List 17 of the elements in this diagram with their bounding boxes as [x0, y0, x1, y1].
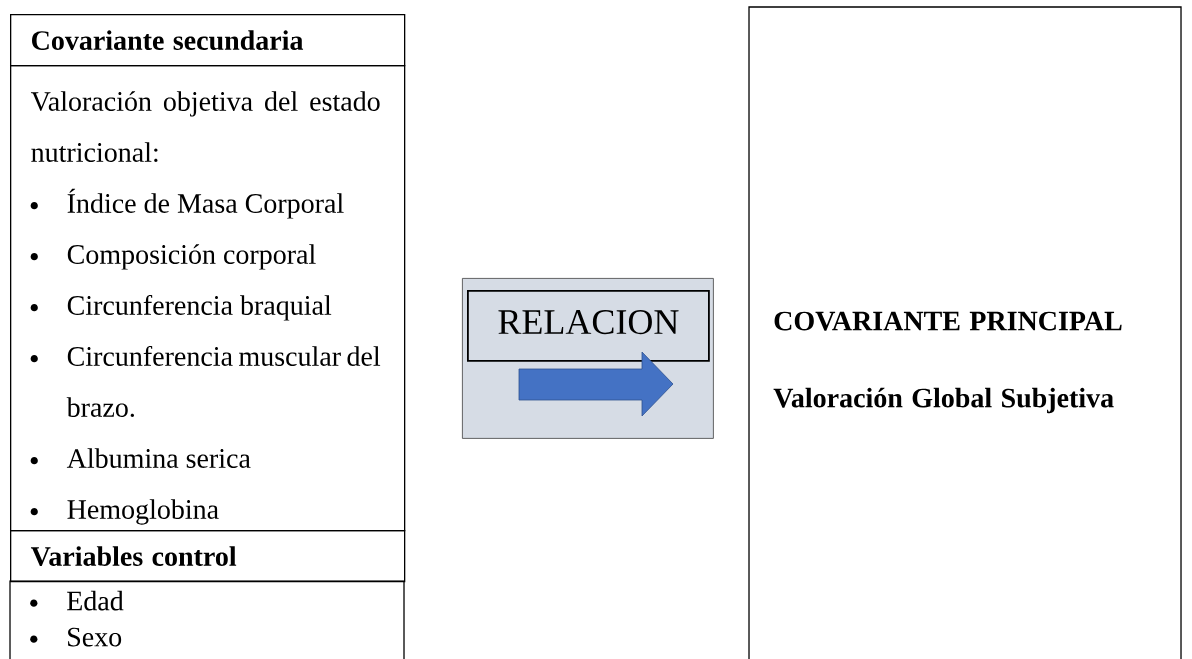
bullet-item: Composición corporal [30, 244, 316, 270]
heading: COVARIANTE PRINCIPAL [774, 311, 1122, 331]
table-cell [9, 580, 405, 659]
table-header-cell: Variables control [10, 530, 406, 583]
label-box: RELACION [467, 290, 710, 362]
bullet-item: Edad [30, 590, 124, 611]
panel-box [748, 6, 1182, 659]
table-cell [10, 65, 406, 532]
bullet-item: Circunferencia braquial [30, 294, 332, 321]
bullet-item: Hemoglobina [30, 499, 219, 525]
heading: Valoración Global Subjetiva [773, 387, 1114, 414]
bullet-item: Sexo [30, 627, 122, 647]
paragraph: Valoración objetiva del estado nutricional: [30, 91, 380, 163]
bullet-item: Circunferencia muscular del brazo. [30, 345, 381, 418]
bullet-item: Albumina serica [30, 448, 251, 468]
bullet-item: Índice de Masa Corporal [30, 188, 344, 219]
table-header-cell: Covariante secundaria [10, 14, 406, 67]
